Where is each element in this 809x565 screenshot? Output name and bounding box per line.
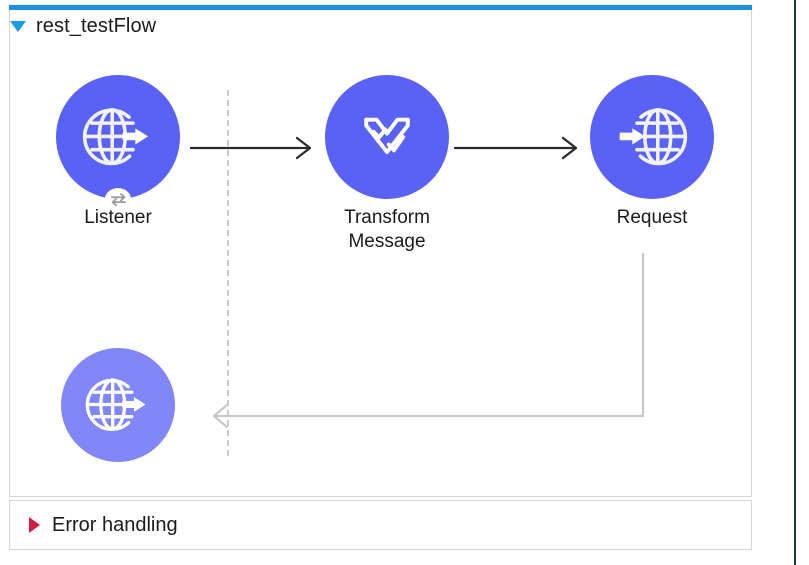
connector-listener-to-transform — [189, 136, 312, 160]
error-handling-section[interactable]: Error handling — [9, 500, 752, 550]
flow-node-transform-message[interactable]: Transform Message — [316, 75, 458, 255]
dataweave-checkmarks-icon — [364, 117, 410, 154]
connector-request-to-response — [212, 252, 645, 428]
globe-arrow-out-icon — [82, 108, 149, 166]
listener-response-node-circle[interactable] — [61, 348, 175, 462]
flow-selected-accent-bar — [9, 5, 752, 10]
source-boundary-divider — [227, 90, 229, 456]
flow-node-label: Transform Message — [344, 207, 430, 253]
flow-node-listener[interactable]: Listener — [56, 75, 180, 230]
triangle-down-icon[interactable] — [10, 20, 26, 32]
flow-node-listener-response[interactable] — [61, 348, 175, 469]
listener-node-circle[interactable] — [56, 75, 180, 210]
flow-canvas: Listener Transform Message — [9, 10, 752, 497]
transform-message-node-circle[interactable] — [325, 75, 449, 199]
flow-header[interactable]: rest_testFlow — [10, 12, 156, 40]
flow-node-request[interactable]: Request — [581, 75, 723, 230]
flow-node-label: Request — [616, 207, 688, 228]
globe-arrow-out-icon — [85, 378, 146, 431]
error-handling-label: Error handling — [52, 513, 178, 536]
triangle-right-icon[interactable] — [29, 517, 40, 533]
flow-node-label: Listener — [84, 207, 152, 228]
flow-title: rest_testFlow — [36, 14, 157, 37]
bidirectional-arrows-icon — [105, 188, 131, 210]
globe-arrow-in-icon — [619, 108, 688, 166]
request-node-circle[interactable] — [590, 75, 714, 199]
connector-transform-to-request — [453, 136, 578, 160]
